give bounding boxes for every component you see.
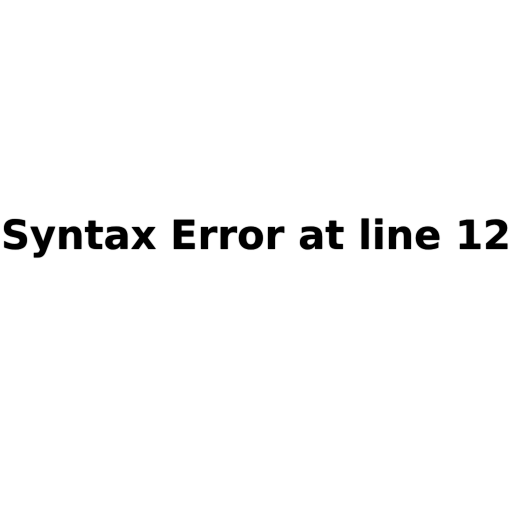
syntax-error-message: Syntax Error at line 12 [1,213,511,259]
